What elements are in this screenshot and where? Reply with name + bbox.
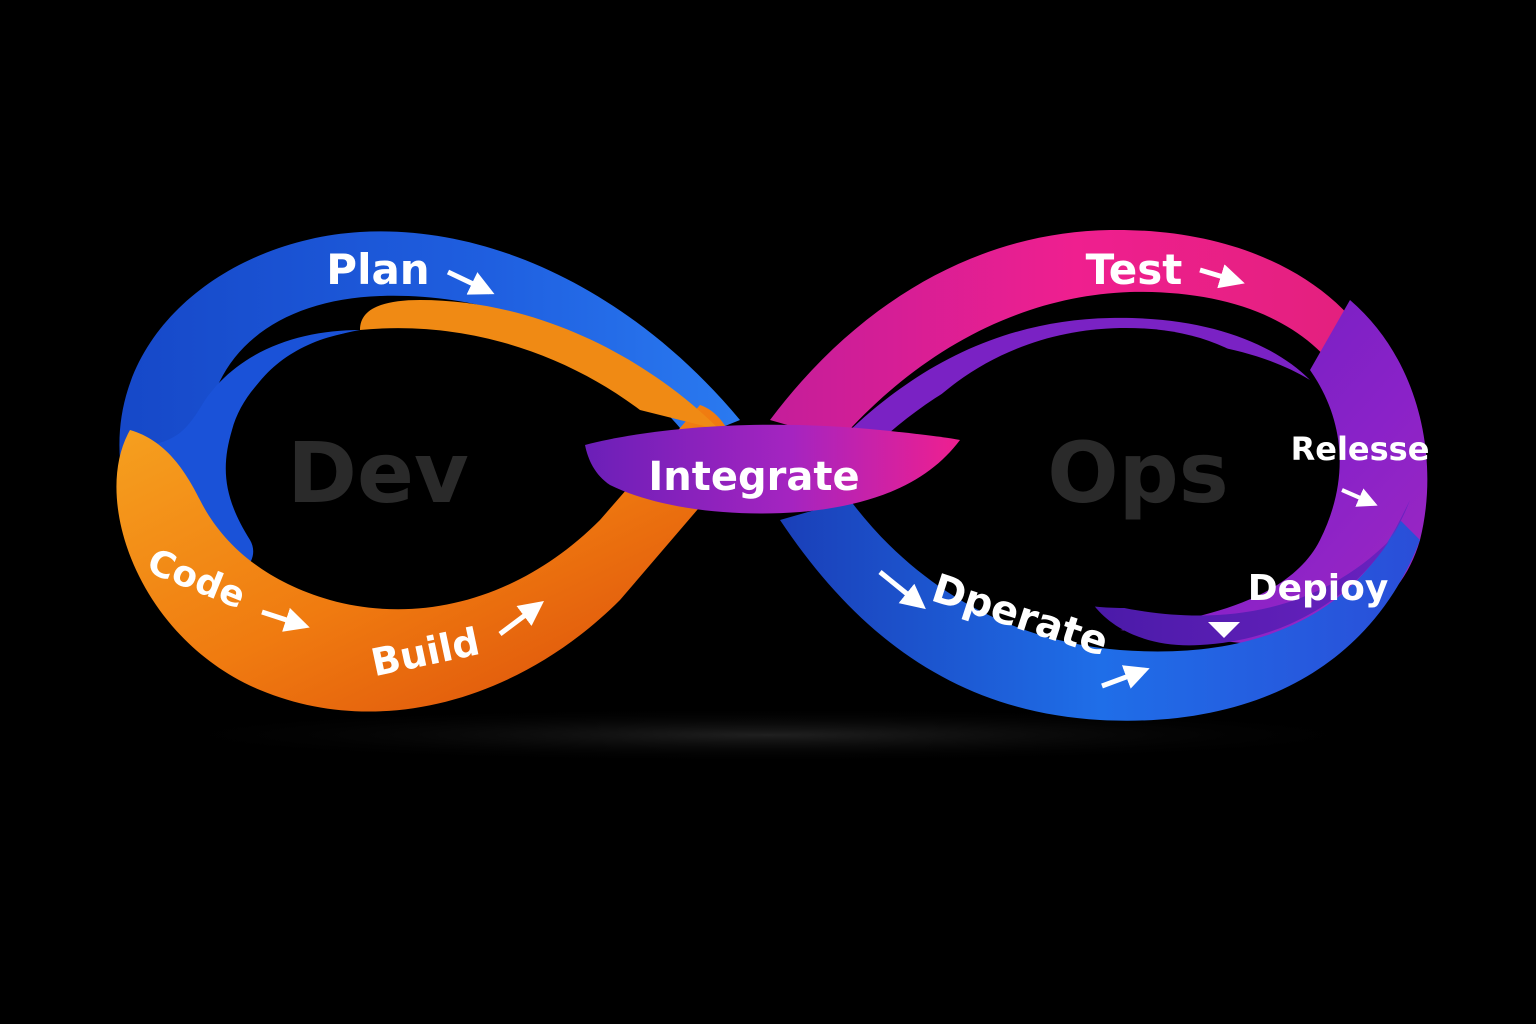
stage-test-label: Test [1086, 245, 1183, 294]
stage-integrate-label: Integrate [648, 454, 859, 500]
arrow-icon [878, 570, 926, 610]
arrow-icon [446, 269, 495, 295]
right-loop-blue-band [780, 500, 1420, 721]
arrow-icon [1208, 622, 1240, 638]
right-loop-hole [880, 327, 1305, 609]
integrate-ribbon [585, 424, 960, 514]
arrow-icon [498, 601, 544, 636]
right-loop-purple-inner [840, 317, 1310, 460]
dev-label: Dev [287, 424, 468, 522]
stage-deploy-label: Depioy [1248, 568, 1389, 609]
ops-label: Ops [1047, 424, 1229, 522]
arrow-icon [261, 607, 310, 632]
left-loop-orange-band [116, 405, 741, 712]
stage-release-label: Relesse [1291, 430, 1430, 468]
left-loop-orange-inner [360, 300, 720, 430]
right-loop-purple-band [1120, 300, 1428, 645]
arrow-icon [1199, 264, 1245, 289]
floor-shadow [128, 707, 1408, 763]
left-loop-blue-band [119, 231, 740, 460]
arrow-icon [1341, 488, 1378, 507]
stage-plan-label: Plan [326, 245, 429, 294]
left-loop-hole [231, 330, 600, 606]
arrow-icon [1101, 665, 1150, 689]
right-loop-deep-purple-band [1090, 500, 1410, 646]
